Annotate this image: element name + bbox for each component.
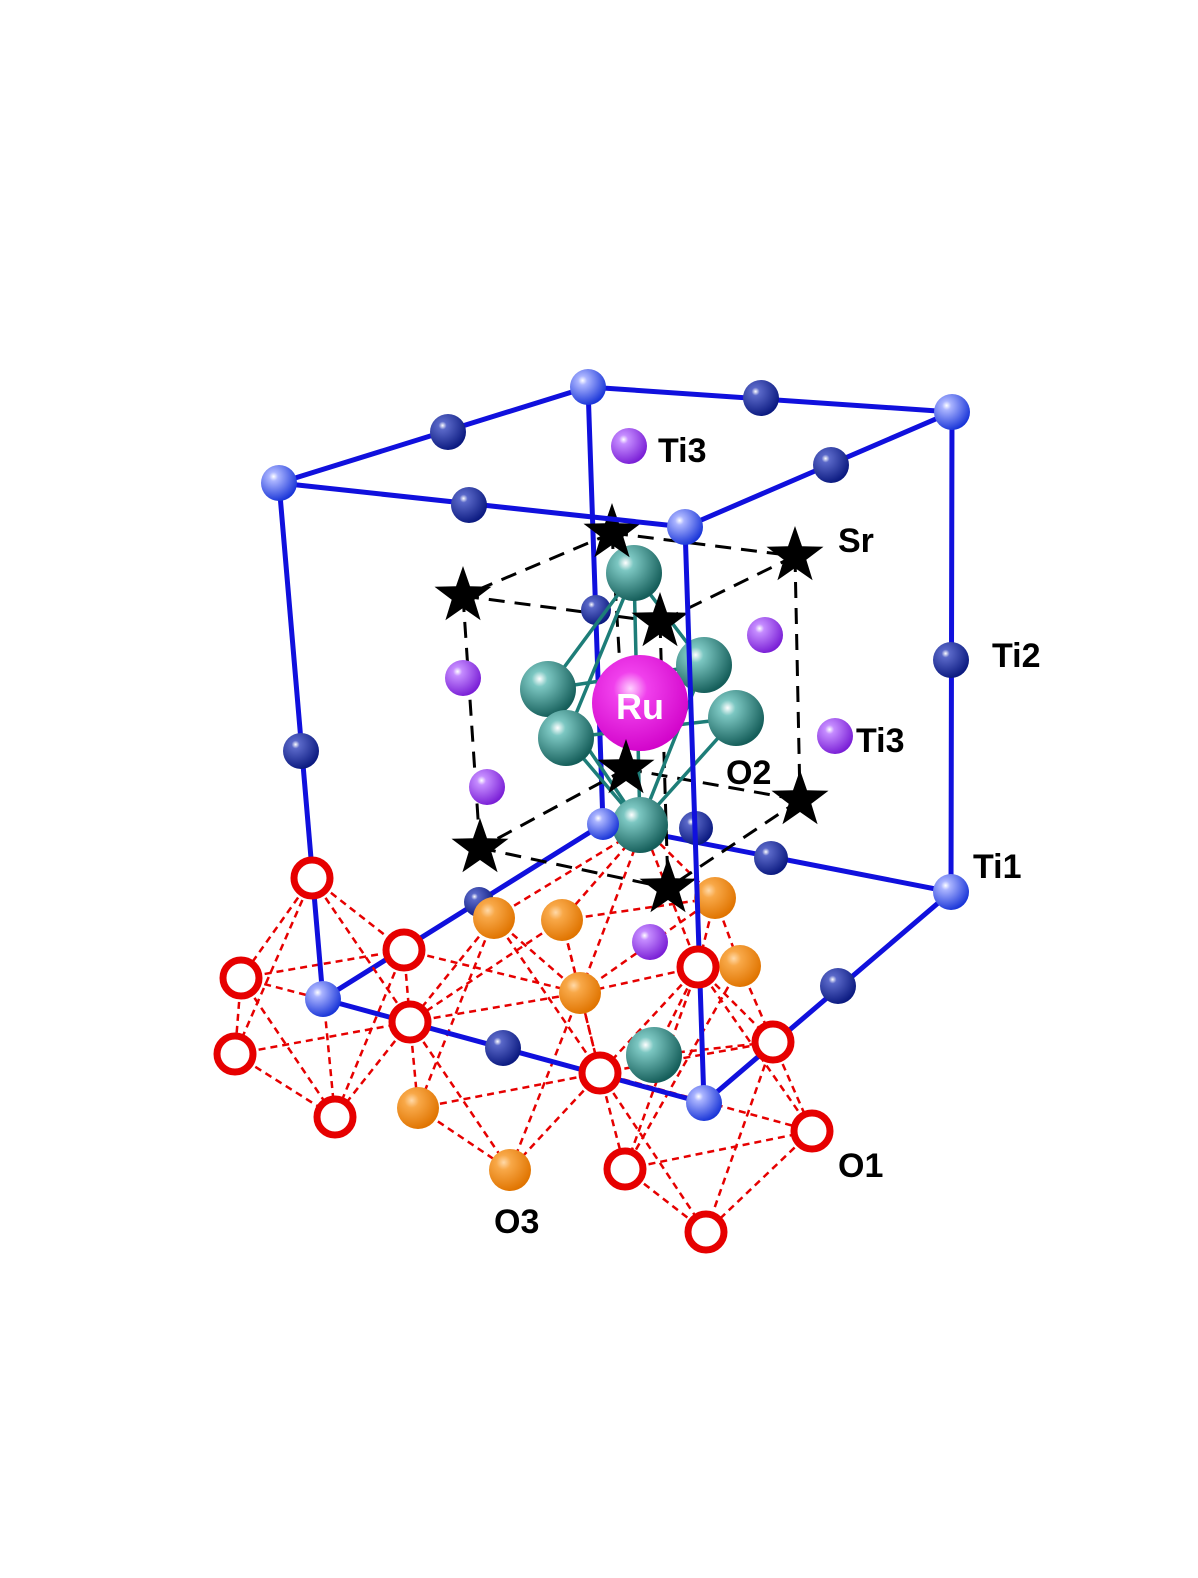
ti3-atom [469, 769, 505, 805]
ti2-atom [485, 1030, 521, 1066]
o1-atom [213, 1032, 257, 1076]
o2-atom [708, 690, 764, 746]
o1-atom [603, 1147, 647, 1191]
atom-labels: Ti3 Sr Ti2 Ti3 O2 Ti1 O1 O3 [494, 432, 1041, 1241]
ti1-atom [933, 874, 969, 910]
o2-atom [520, 661, 576, 717]
o3-atom [489, 1149, 531, 1191]
ti1-atom [667, 509, 703, 545]
ti1-atom [587, 808, 619, 840]
ti3-atoms [445, 428, 853, 960]
o3-atom [719, 945, 761, 987]
o2-atom [676, 637, 732, 693]
label-o3: O3 [494, 1203, 539, 1241]
sr-star [434, 566, 492, 621]
o2-atom [612, 797, 668, 853]
o2-atom [606, 545, 662, 601]
sr-star [639, 858, 697, 913]
ti1-atom [305, 981, 341, 1017]
o1-atom [388, 1000, 432, 1044]
ru-label: Ru [616, 686, 664, 727]
ti2-atom [430, 414, 466, 450]
label-ti3-top: Ti3 [658, 432, 707, 470]
sr-star [766, 526, 824, 581]
ti3-atom [817, 718, 853, 754]
ti1-atom [261, 465, 297, 501]
sr-star [597, 739, 655, 794]
ti3-atom [611, 428, 647, 464]
label-ti3-right: Ti3 [856, 722, 905, 760]
ti3-atom [445, 660, 481, 696]
label-ti1: Ti1 [973, 848, 1022, 886]
ti2-atom [743, 380, 779, 416]
ti2-atom [820, 968, 856, 1004]
ti2-atom [754, 841, 788, 875]
label-o1: O1 [838, 1147, 883, 1185]
ti2-atoms [283, 380, 969, 1066]
ti1-atoms [261, 369, 970, 1121]
o3-atom [397, 1087, 439, 1129]
sr-star [451, 818, 509, 873]
ti2-atom [813, 447, 849, 483]
sr-star [631, 592, 689, 647]
ti2-atom [283, 733, 319, 769]
o1-atom [382, 928, 426, 972]
ru-atom [592, 655, 688, 751]
label-ti2: Ti2 [992, 637, 1041, 675]
o3-atom [559, 972, 601, 1014]
o1-atom [578, 1051, 622, 1095]
o1-atom [676, 945, 720, 989]
label-sr: Sr [838, 522, 874, 560]
sr-star [771, 770, 829, 825]
sr-star [583, 503, 641, 558]
ti1-atom [934, 394, 970, 430]
o1-atoms [213, 856, 834, 1254]
o3-atom [541, 899, 583, 941]
o3-atom [473, 897, 515, 939]
o1-atom [751, 1020, 795, 1064]
label-o2: O2 [726, 754, 771, 792]
ru-atom-group: Ru [592, 655, 688, 751]
o2-atoms-front [520, 661, 764, 1083]
o1-atom [790, 1109, 834, 1153]
sr-atoms [434, 503, 829, 913]
ti2-atom [933, 642, 969, 678]
ti3-atom [747, 617, 783, 653]
ti1-atom [570, 369, 606, 405]
o3-atom [694, 877, 736, 919]
ti3-atom [632, 924, 668, 960]
o1-atom [313, 1095, 357, 1139]
o3-atoms [397, 877, 761, 1191]
ti2-atom [451, 487, 487, 523]
ti2-atom [581, 595, 611, 625]
o1-atom [219, 956, 263, 1000]
o1-atom [290, 856, 334, 900]
o2-atom [626, 1027, 682, 1083]
o1-atom [684, 1210, 728, 1254]
o2-atom [538, 710, 594, 766]
ti1-atom [686, 1085, 722, 1121]
